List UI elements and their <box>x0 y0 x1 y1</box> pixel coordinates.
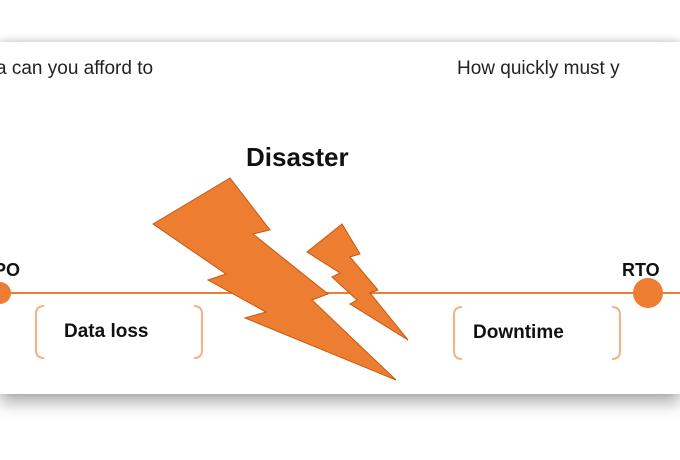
rto-question: How quickly must y <box>457 58 620 79</box>
rpo-label: PO <box>0 260 21 280</box>
diagram-card: a can you afford to How quickly must y D… <box>0 42 680 394</box>
timeline-graphic <box>0 177 680 381</box>
data-loss-bracket <box>35 305 203 359</box>
downtime-label: Downtime <box>473 322 564 343</box>
rto-label: RTO <box>622 260 660 280</box>
data-loss-label: Data loss <box>64 321 149 342</box>
rpo-question: a can you afford to <box>0 58 154 79</box>
rpo-point <box>0 282 11 304</box>
disaster-title: Disaster <box>246 142 349 172</box>
lightning-bolt-large-icon <box>152 177 397 381</box>
lightning-bolt-small-icon <box>306 223 409 341</box>
rto-point <box>633 278 663 308</box>
downtime-bracket <box>453 306 621 360</box>
